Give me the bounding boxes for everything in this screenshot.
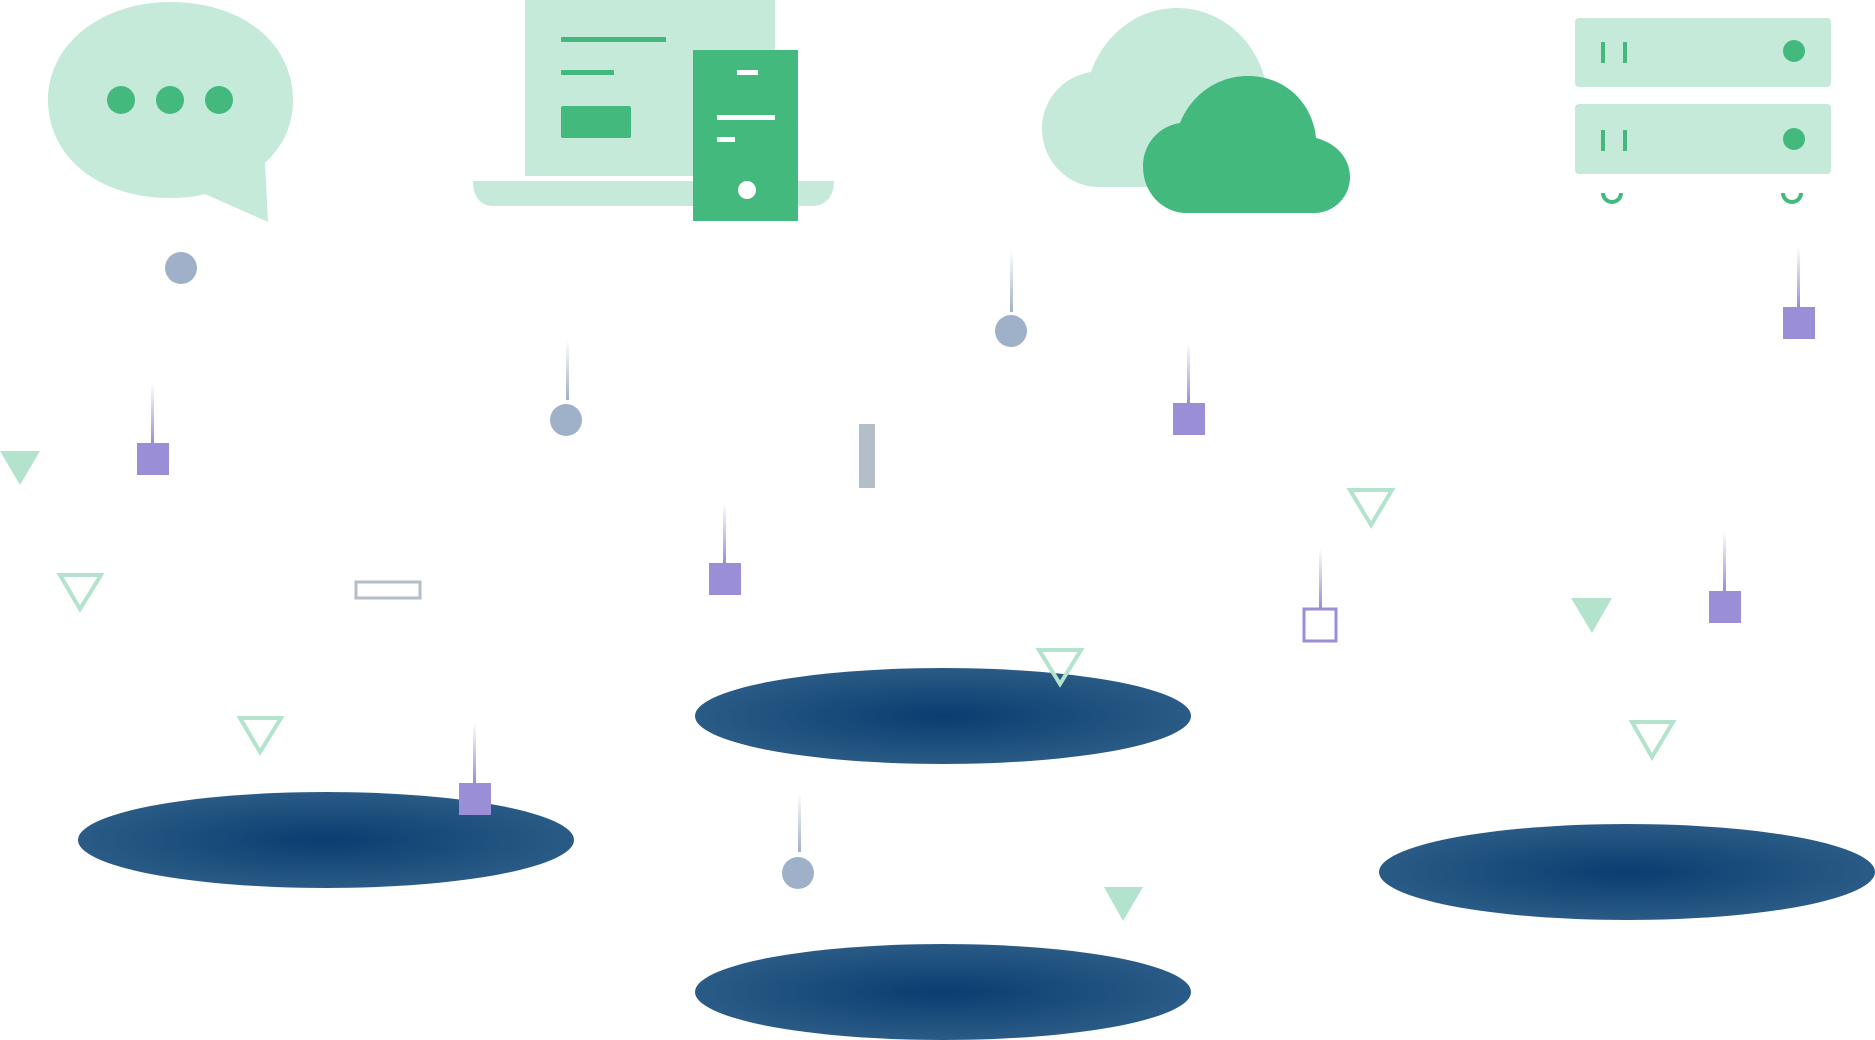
server-rack-icon: [1575, 18, 1831, 204]
packet-circle-3: [995, 250, 1027, 347]
triangle-filled-1: [0, 451, 40, 485]
chat-bubble-icon: [48, 2, 293, 222]
packet-square-5: [1783, 247, 1815, 339]
packet-circle-2: [550, 340, 582, 436]
triangle-outline-4: [1035, 648, 1085, 688]
packet-square-2: [459, 723, 491, 815]
triangle-outline-2: [236, 716, 285, 756]
packet-circle-4: [782, 792, 814, 889]
triangle-filled-2: [1571, 598, 1612, 633]
packet-circle-1: [165, 252, 197, 284]
pool-center-bottom: [695, 944, 1191, 1040]
triangle-outline-1: [56, 573, 105, 613]
packet-square-1: [137, 383, 169, 475]
pool-right: [1379, 824, 1875, 920]
packet-square-3: [709, 503, 741, 595]
packet-square-6: [1709, 531, 1741, 623]
triangle-outline-3: [1346, 488, 1396, 529]
packet-square-4: [1173, 343, 1205, 435]
pool-center-top: [695, 668, 1191, 764]
triangle-filled-3: [1104, 887, 1143, 921]
laptop-with-server-icon: [473, 0, 834, 221]
triangle-outline-5: [1628, 720, 1677, 761]
gray-bar-outline: [354, 580, 422, 600]
packet-square-outline: [1302, 548, 1338, 643]
pool-left: [78, 792, 574, 888]
gray-bar-vertical: [859, 424, 875, 488]
cloud-icon: [1042, 8, 1350, 213]
